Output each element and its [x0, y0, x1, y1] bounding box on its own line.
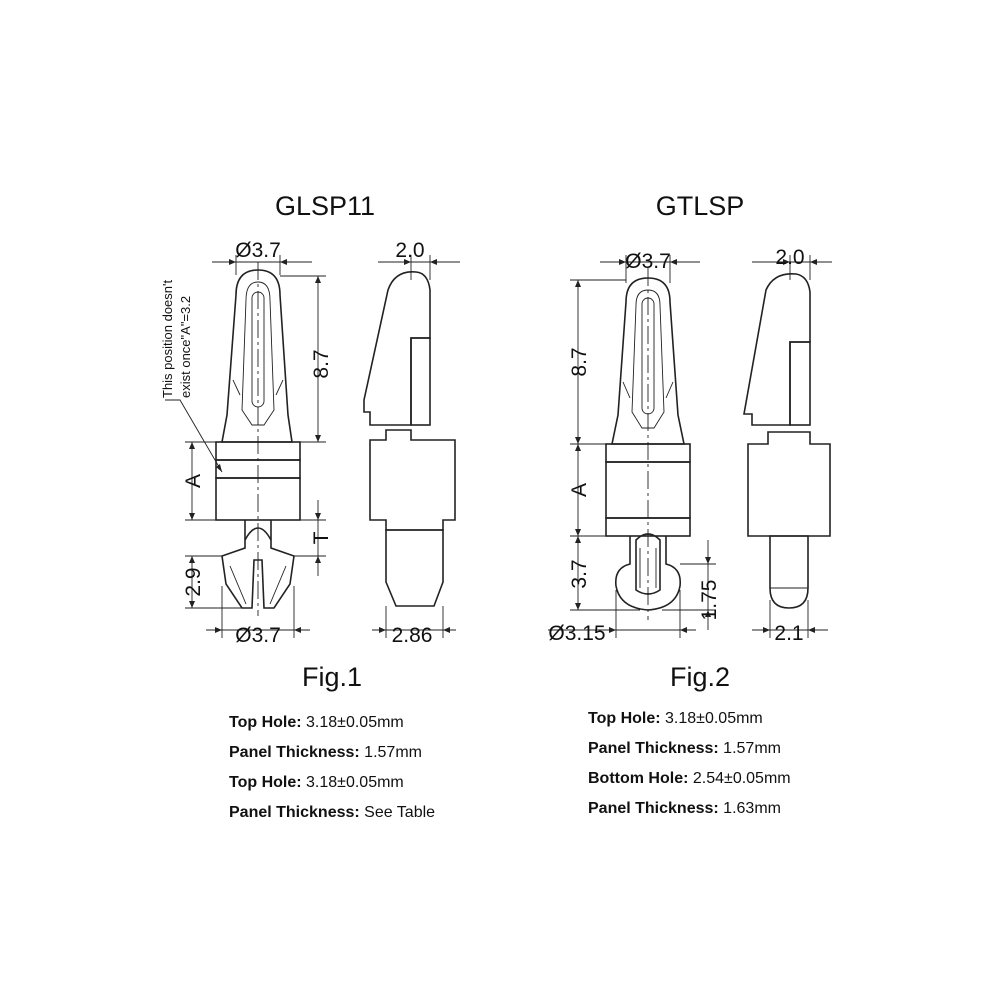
spec-value: 1.57mm	[364, 744, 422, 761]
spec-label: Panel Thickness:	[588, 800, 719, 817]
spec-line: Top Hole: 3.18±0.05mm	[229, 708, 435, 738]
gtlsp-top-dia: Ø3.7	[625, 250, 671, 273]
glsp11-bottom-width: 2.86	[392, 624, 433, 647]
glsp11-figure: GLSP11	[160, 191, 460, 692]
glsp11-top-dia: Ø3.7	[235, 239, 281, 262]
glsp11-t: T	[310, 531, 333, 544]
glsp11-front-view	[215, 262, 301, 616]
glsp11-fig-label: Fig.1	[302, 662, 362, 692]
gtlsp-lower-len: 3.7	[568, 559, 591, 588]
spec-value: 1.63mm	[723, 800, 781, 817]
spec-line: Panel Thickness: 1.57mm	[588, 734, 791, 764]
spec-label: Panel Thickness:	[229, 744, 360, 761]
gtlsp-title: GTLSP	[656, 191, 745, 221]
gtlsp-upper-len: 8.7	[568, 347, 591, 376]
spec-line: Panel Thickness: 1.63mm	[588, 794, 791, 824]
spec-label: Top Hole:	[588, 710, 661, 727]
spec-value: See Table	[364, 804, 436, 821]
gtlsp-a: A	[568, 483, 591, 497]
gtlsp-top-width: 2.0	[775, 246, 804, 269]
spec-line: Panel Thickness: See Table	[229, 798, 435, 828]
glsp11-a: A	[182, 474, 205, 488]
gtlsp-specs: Top Hole: 3.18±0.05mm Panel Thickness: 1…	[588, 704, 791, 824]
gtlsp-dimensions: Ø3.7 2.0 8.7 A 3.7	[548, 246, 832, 645]
spec-label: Top Hole:	[229, 774, 302, 791]
glsp11-title: GLSP11	[275, 191, 375, 221]
spec-value: 3.18±0.05mm	[306, 714, 404, 731]
gtlsp-front-view	[605, 268, 691, 620]
glsp11-top-width: 2.0	[395, 239, 424, 262]
spec-label: Panel Thickness:	[229, 804, 360, 821]
spec-value: 1.57mm	[723, 740, 781, 757]
gtlsp-bottom-width: 2.1	[774, 622, 803, 645]
glsp11-section-view	[363, 271, 456, 607]
glsp11-note-line1: This position doesn't	[160, 280, 175, 398]
glsp11-note-line2: exist once"A"=3.2	[178, 296, 193, 398]
glsp11-lower-len: 2.9	[182, 567, 205, 596]
spec-value: 2.54±0.05mm	[692, 770, 791, 787]
gtlsp-figure: GTLSP	[548, 191, 832, 692]
glsp11-bottom-dia: Ø3.7	[235, 624, 281, 647]
gtlsp-tip-len: 1.75	[698, 580, 721, 621]
spec-label: Panel Thickness:	[588, 740, 719, 757]
glsp11-specs: Top Hole: 3.18±0.05mm Panel Thickness: 1…	[229, 708, 435, 828]
spec-value: 3.18±0.05mm	[306, 774, 404, 791]
spec-label: Top Hole:	[229, 714, 302, 731]
glsp11-dimensions: Ø3.7 2.0 8.7 A T	[160, 239, 460, 647]
spec-line: Top Hole: 3.18±0.05mm	[229, 768, 435, 798]
glsp11-upper-len: 8.7	[310, 349, 333, 378]
spec-line: Panel Thickness: 1.57mm	[229, 738, 435, 768]
gtlsp-bottom-dia: Ø3.15	[548, 622, 605, 645]
gtlsp-section-view	[743, 273, 831, 609]
spec-label: Bottom Hole:	[588, 770, 689, 787]
spec-line: Top Hole: 3.18±0.05mm	[588, 704, 791, 734]
gtlsp-fig-label: Fig.2	[670, 662, 730, 692]
spec-value: 3.18±0.05mm	[665, 710, 763, 727]
spec-line: Bottom Hole: 2.54±0.05mm	[588, 764, 791, 794]
